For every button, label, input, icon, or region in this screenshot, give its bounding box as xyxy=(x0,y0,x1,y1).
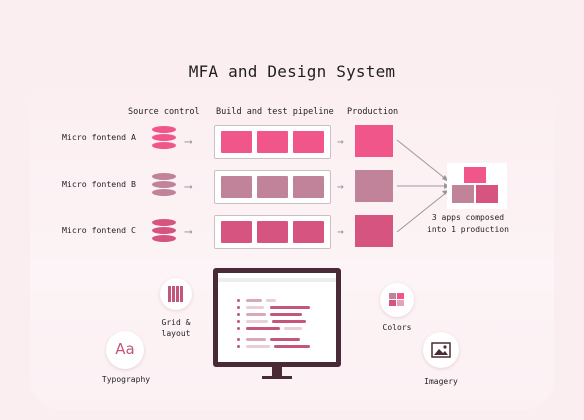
column-header-pipeline: Build and test pipeline xyxy=(216,107,334,117)
color-swatch-icon xyxy=(389,293,405,306)
arrow-icon: ⟶ xyxy=(185,180,192,193)
column-header-source-control: Source control xyxy=(128,107,200,117)
colors-badge xyxy=(380,283,414,317)
database-icon-b xyxy=(152,173,176,197)
page-title: MFA and Design System xyxy=(188,62,396,81)
imagery-badge xyxy=(423,332,459,368)
arrow-icon: → xyxy=(337,135,344,148)
row-label-b: Micro fontend B xyxy=(62,179,136,189)
column-header-production: Production xyxy=(347,107,399,117)
typography-label: Typography xyxy=(101,375,151,384)
production-block-a xyxy=(355,125,393,157)
pipeline-box-b xyxy=(214,170,331,204)
pipeline-box-a xyxy=(214,125,331,159)
imagery-label: Imagery xyxy=(424,377,458,386)
composed-caption: 3 apps composed into 1 production xyxy=(427,213,509,234)
typography-badge: Aa xyxy=(106,331,144,369)
production-block-b xyxy=(355,170,393,202)
grid-icon xyxy=(168,286,184,302)
monitor-screen xyxy=(218,273,336,362)
colors-label: Colors xyxy=(382,323,412,332)
image-icon xyxy=(431,342,451,358)
row-label-a: Micro fontend A xyxy=(62,132,136,142)
arrow-icon: ⟶ xyxy=(185,135,192,148)
monitor xyxy=(213,268,341,367)
typography-icon: Aa xyxy=(115,340,135,358)
row-label-c: Micro fontend C xyxy=(62,225,136,235)
composition-arrows xyxy=(396,139,450,233)
arrow-icon: → xyxy=(337,225,344,238)
production-block-c xyxy=(355,215,393,247)
composed-production xyxy=(447,163,507,209)
grid-layout-badge xyxy=(160,278,192,310)
monitor-stand xyxy=(262,376,292,379)
database-icon-c xyxy=(152,219,176,243)
arrow-icon: → xyxy=(337,180,344,193)
monitor-neck xyxy=(272,367,282,376)
pipeline-box-c xyxy=(214,215,331,249)
arrow-icon: ⟶ xyxy=(185,225,192,238)
grid-layout-label: Grid & layout xyxy=(161,318,191,338)
database-icon-a xyxy=(152,126,176,150)
